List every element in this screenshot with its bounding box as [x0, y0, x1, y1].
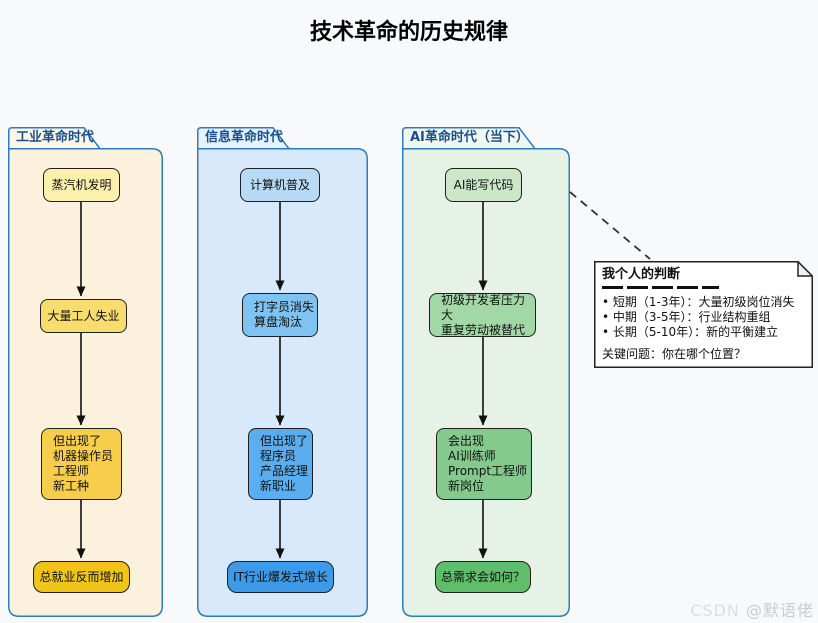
- era-ai-tab-label: AI革命时代（当下）: [410, 130, 529, 145]
- note-folded-corner: [797, 261, 813, 277]
- note-content: 我个人的判断 • 短期（1-3年）：大量初级岗位消失 • 中期（3-5年）：行业…: [594, 261, 813, 368]
- node-computers-popularized: 计算机普及: [240, 168, 320, 202]
- note-bullet-long-term: • 长期（5-10年）：新的平衡建立: [602, 325, 779, 339]
- node-typists-disappeared: 打字员消失 算盘淘汰: [242, 293, 318, 337]
- node-junior-dev-pressure: 初级开发者压力大 重复劳动被替代: [429, 293, 536, 337]
- node-new-jobs-ai: 会出现 AI训练师 Prompt工程师 新岗位: [436, 428, 532, 500]
- watermark-brand: CSDN: [690, 601, 746, 620]
- era-industrial-tab-label: 工业革命时代: [16, 130, 95, 145]
- node-new-jobs-industrial: 但出现了 机器操作员 工程师 新工种: [41, 428, 122, 500]
- folder-shape-information: [197, 127, 368, 617]
- node-mass-worker-unemployment: 大量工人失业: [40, 299, 127, 333]
- era-information-container: 信息革命时代: [197, 127, 368, 617]
- watermark: CSDN @默语佬: [690, 597, 814, 621]
- node-total-demand-question: 总需求会如何？: [435, 561, 531, 593]
- watermark-author: @默语佬: [745, 601, 814, 620]
- node-steam-engine-invented: 蒸汽机发明: [43, 168, 120, 202]
- node-new-jobs-information: 但出现了 程序员 产品经理 新职业: [248, 428, 313, 500]
- node-total-employment-increased: 总就业反而增加: [33, 561, 130, 593]
- note-connector-dashed-line: [569, 191, 651, 260]
- note-key-question: 关键问题：你在哪个位置？: [602, 347, 747, 361]
- page-title: 技术革命的历史规律: [309, 20, 508, 45]
- node-ai-writes-code: AI能写代码: [445, 168, 522, 202]
- note-divider: [602, 286, 719, 289]
- personal-judgment-note: 我个人的判断 • 短期（1-3年）：大量初级岗位消失 • 中期（3-5年）：行业…: [594, 261, 813, 368]
- note-title: 我个人的判断: [602, 267, 681, 282]
- era-information-tab-label: 信息革命时代: [205, 130, 284, 145]
- note-bullet-mid-term: • 中期（3-5年）：行业结构重组: [602, 310, 771, 324]
- note-bullet-short-term: • 短期（1-3年）：大量初级岗位消失: [602, 295, 795, 309]
- node-it-explosive-growth: IT行业爆发式增长: [227, 561, 334, 593]
